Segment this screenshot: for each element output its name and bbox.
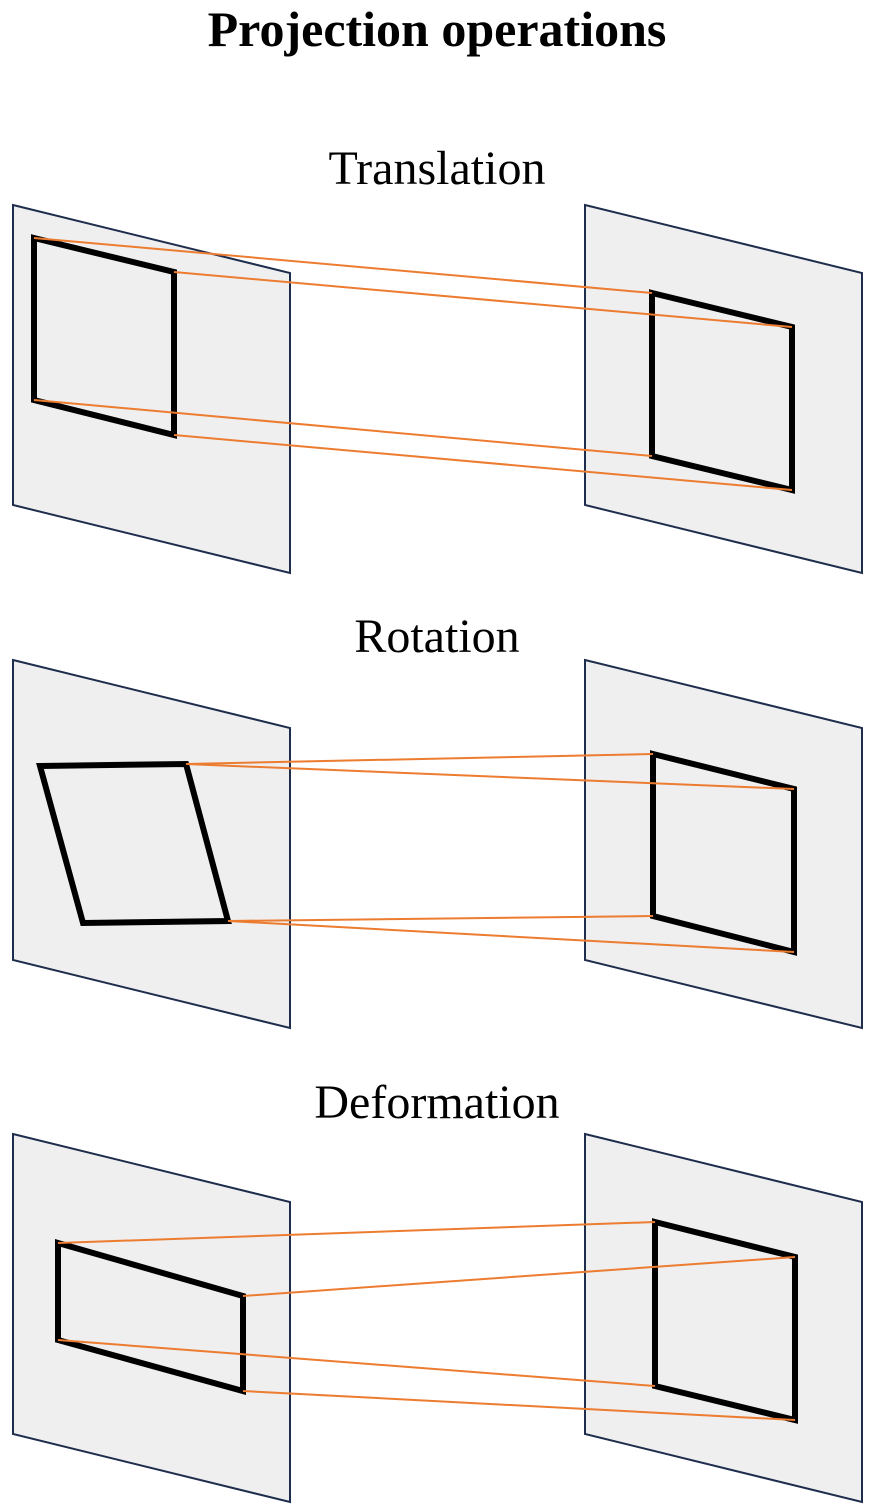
projection-line: [185, 763, 795, 790]
projection-line: [173, 271, 793, 328]
source-plane-deformation: [12, 1132, 291, 1504]
panel-label-deformation: Deformation: [314, 1076, 559, 1129]
projection-line: [242, 1256, 796, 1297]
target-plane-deformation: [584, 1132, 863, 1504]
projection-line: [185, 753, 654, 765]
source-plane-rotation: [12, 658, 291, 1030]
target-plane-translation: [584, 203, 863, 575]
projection-lines-translation: [33, 237, 793, 491]
projection-line: [33, 237, 653, 294]
projection-line: [227, 915, 654, 922]
projection-line: [33, 399, 653, 457]
target-plane-rotation: [584, 658, 863, 1030]
projection-line: [57, 1339, 656, 1387]
projection-lines-rotation: [185, 753, 795, 953]
panel-translation: Translation: [12, 142, 863, 575]
diagram-title: Projection operations: [208, 1, 667, 57]
panel-rotation: Rotation: [12, 610, 863, 1030]
source-plane-translation: [12, 203, 291, 575]
panel-deformation: Deformation: [12, 1076, 863, 1504]
panel-label-rotation: Rotation: [354, 610, 519, 663]
projection-lines-deformation: [57, 1221, 796, 1421]
projection-line: [57, 1221, 656, 1244]
panel-label-translation: Translation: [329, 142, 546, 195]
projection-line: [242, 1390, 796, 1421]
projection-line: [227, 920, 795, 953]
projection-line: [173, 434, 793, 491]
